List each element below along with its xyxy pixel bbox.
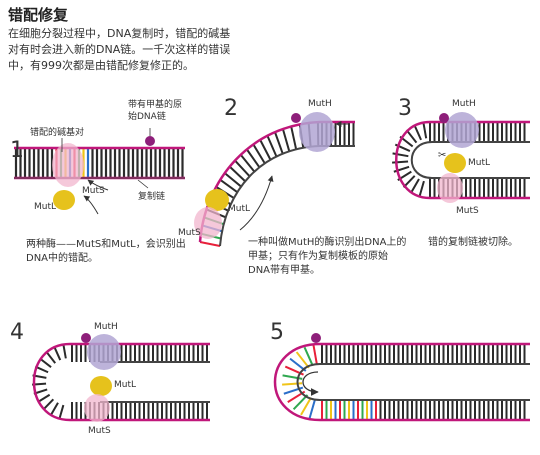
base-pair-rung bbox=[39, 357, 52, 369]
step-3-mutl-label: MutL bbox=[468, 158, 491, 168]
step-4-muth-label: MutH bbox=[94, 322, 118, 332]
step-2-muts-enzyme bbox=[194, 207, 222, 239]
step-2-panel bbox=[194, 112, 355, 247]
base-pair-rung bbox=[252, 143, 266, 164]
step-3-methyl-group bbox=[439, 113, 449, 123]
step-3-muth-label: MutH bbox=[452, 99, 476, 109]
base-pair-rung bbox=[37, 393, 51, 403]
base-pair-rung bbox=[50, 402, 59, 416]
step-4-muts-enzyme bbox=[84, 394, 110, 422]
step-2-caption: 一种叫做MutH的酶识别出DNA上的甲基；只有作为复制模板的原始DNA带有甲基。 bbox=[248, 237, 407, 276]
base-pair-rung bbox=[239, 154, 256, 173]
step-1-replica-label: 复制链 bbox=[138, 192, 166, 202]
step-1-mutl-label: MutL bbox=[34, 202, 57, 212]
step-2-muth-enzyme bbox=[299, 112, 335, 152]
base-pair-rung bbox=[300, 397, 312, 416]
step-5-outer-strand bbox=[273, 342, 530, 422]
step-3-number: 3 bbox=[398, 96, 412, 121]
step-2-inner-strand bbox=[219, 145, 355, 247]
step-4-mutl-label: MutL bbox=[114, 380, 137, 390]
step-3-caption: 错的复制链被切除。 bbox=[428, 237, 518, 248]
step-5-dna-rungs bbox=[282, 344, 526, 420]
base-pair-rung bbox=[295, 351, 310, 369]
base-pair-rung bbox=[418, 180, 425, 197]
step-1-muts-arrow bbox=[87, 179, 109, 191]
step-1-panel bbox=[14, 128, 185, 215]
step-5-methyl-group bbox=[311, 333, 321, 343]
step-5-number: 5 bbox=[270, 320, 284, 345]
base-pair-rung bbox=[53, 346, 62, 361]
base-pair-rung bbox=[292, 394, 309, 411]
base-pair-rung bbox=[282, 374, 303, 380]
step-3-mutl-enzyme bbox=[444, 153, 466, 173]
base-pair-rung bbox=[308, 399, 316, 419]
step-4-panel bbox=[32, 333, 210, 422]
step-1-mutl-arrow bbox=[83, 195, 99, 215]
base-pair-rung bbox=[246, 148, 261, 168]
base-pair-rung bbox=[392, 152, 409, 158]
step-2-muts-label: MutS bbox=[178, 228, 201, 238]
base-pair-rung bbox=[42, 398, 55, 411]
step-4-methyl-group bbox=[81, 333, 91, 343]
step-5-inner-strand bbox=[296, 363, 530, 401]
step-3-outer-strand bbox=[395, 120, 530, 200]
base-pair-rung bbox=[422, 122, 428, 139]
step-5-resynthesis-arrow bbox=[302, 371, 319, 396]
base-pair-rung bbox=[290, 126, 298, 150]
base-pair-rung bbox=[281, 128, 291, 152]
base-pair-rung bbox=[413, 124, 422, 141]
base-pair-rung bbox=[228, 165, 246, 183]
base-pair-rung bbox=[405, 129, 418, 144]
step-3-muth-enzyme bbox=[445, 112, 479, 148]
step-1-methyl-label: 带有甲基的原始DNA链 bbox=[128, 100, 183, 122]
step-1-mismatch-label: 错配的碱基对 bbox=[30, 128, 85, 138]
step-4-number: 4 bbox=[10, 320, 24, 345]
step-1-number: 1 bbox=[10, 138, 24, 163]
step-4-outer-strand bbox=[32, 342, 210, 422]
base-pair-rung bbox=[224, 172, 242, 188]
step-1-mutl-enzyme bbox=[53, 190, 75, 210]
step-1-dna-rungs bbox=[14, 148, 184, 178]
step-1-muts-enzyme bbox=[52, 143, 84, 187]
step-4-mutl-enzyme bbox=[90, 376, 112, 396]
step-3-panel: ✂ bbox=[392, 112, 530, 203]
step-2-muth-label: MutH bbox=[308, 99, 332, 109]
base-pair-rung bbox=[266, 135, 278, 157]
step-1-caption: 两种酶——MutS和MutL，会识别出DNA中的错配。 bbox=[26, 239, 186, 264]
page-title: 错配修复 bbox=[8, 6, 69, 24]
step-2-mutl-enzyme bbox=[205, 189, 229, 211]
base-pair-rung bbox=[62, 344, 67, 359]
step-3-muts-label: MutS bbox=[456, 206, 479, 216]
base-pair-rung bbox=[219, 179, 238, 193]
base-pair-rung bbox=[312, 344, 318, 365]
step-1-muts-label: MutS bbox=[82, 186, 105, 196]
step-5-panel bbox=[273, 333, 530, 422]
intro-text: 在细胞分裂过程中，DNA复制时，错配的碱基对有时会进入新的DNA链。一千次这样的… bbox=[8, 27, 231, 72]
step-2-signal-arrow bbox=[239, 175, 274, 231]
base-pair-rung bbox=[410, 178, 420, 194]
step-4-inner-strand bbox=[100, 361, 210, 403]
step-1-methyl-group bbox=[145, 136, 155, 146]
base-pair-rung bbox=[58, 404, 65, 419]
step-3-inner-strand bbox=[410, 141, 530, 179]
step-4-muth-enzyme bbox=[87, 334, 121, 370]
base-pair-rung bbox=[234, 159, 251, 177]
step-1-replica-pointer bbox=[137, 179, 149, 189]
step-2-mutl-label: MutL bbox=[228, 204, 251, 214]
base-pair-rung bbox=[303, 346, 314, 366]
step-2-methyl-group bbox=[291, 113, 301, 123]
step-4-muts-label: MutS bbox=[88, 426, 111, 436]
step-3-muts-enzyme bbox=[437, 173, 463, 203]
base-pair-rung bbox=[274, 131, 284, 155]
step-2-number: 2 bbox=[224, 96, 238, 121]
base-pair-rung bbox=[259, 139, 272, 161]
base-pair-rung bbox=[45, 351, 57, 364]
step-3-scissors-icon: ✂ bbox=[438, 150, 446, 161]
base-pair-rung bbox=[392, 160, 409, 164]
base-pair-rung bbox=[199, 241, 221, 247]
base-pair-rung bbox=[282, 382, 303, 386]
